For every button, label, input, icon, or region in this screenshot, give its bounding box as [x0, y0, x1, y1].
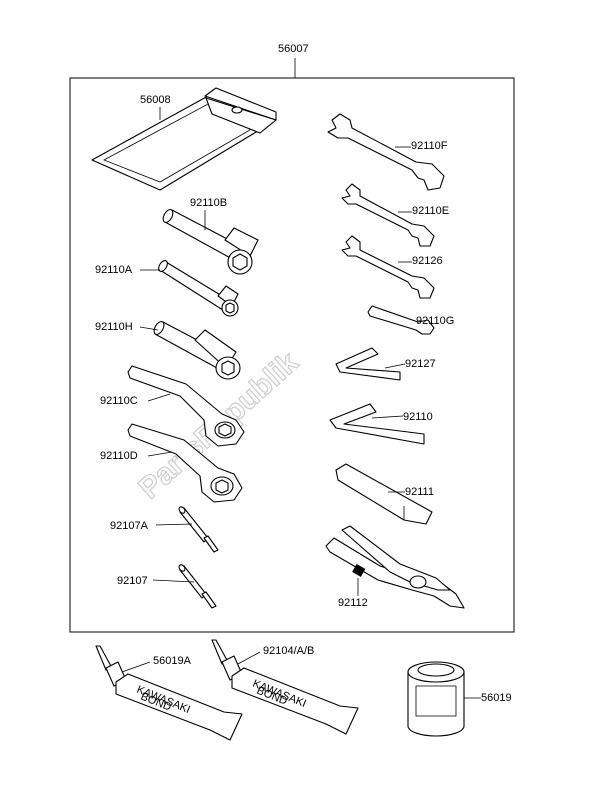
label-92110E: 92110E	[412, 205, 449, 217]
label-56019A: 56019A	[153, 655, 192, 667]
small-spanner-92110G	[367, 305, 435, 335]
label-92110G: 92110G	[416, 315, 454, 327]
leader-92107	[152, 579, 195, 583]
tool-kit-frame	[69, 77, 515, 633]
label-92110C: 92110C	[100, 395, 138, 407]
ring-spanner-92110D	[127, 423, 243, 503]
label-92112: 92112	[338, 597, 368, 609]
label-92110H: 92110H	[95, 321, 133, 333]
ring-spanner-92110C	[127, 365, 245, 447]
label-56008: 56008	[140, 94, 171, 106]
label-92110D: 92110D	[100, 450, 138, 462]
label-92127: 92127	[405, 358, 436, 370]
label-56019: 56019	[481, 692, 512, 704]
box-spanner-92110A	[158, 260, 239, 317]
can-56019	[407, 661, 465, 737]
box-spanner-92110H	[153, 321, 241, 380]
tool-pouch-56008	[91, 87, 277, 191]
pliers-92112	[325, 525, 465, 609]
leader-92104AB	[237, 651, 261, 665]
leader-92110H	[139, 326, 159, 331]
open-end-spanner-92126	[341, 235, 435, 299]
box-spanner-92110B	[162, 208, 259, 275]
label-92110A: 92110A	[95, 264, 133, 276]
label-92110B: 92110B	[190, 197, 227, 209]
label-92110F: 92110F	[411, 140, 448, 152]
hex-key-92127	[335, 347, 401, 381]
leader-56019A	[121, 661, 151, 673]
label-92126: 92126	[412, 255, 443, 267]
label-92111: 92111	[405, 486, 434, 498]
leader-92127	[384, 363, 406, 369]
extension-bar-92111	[335, 463, 433, 525]
screwdriver-92107A	[178, 506, 219, 553]
label-92107A: 92107A	[110, 520, 149, 532]
hex-key-92110	[329, 403, 425, 445]
leader-92110C	[147, 393, 171, 402]
assembly-label: 56007	[278, 43, 309, 55]
open-end-spanner-92110F	[327, 113, 445, 191]
open-end-spanner-92110E	[341, 183, 435, 247]
label-92110: 92110	[403, 411, 433, 423]
screwdriver-92107	[178, 564, 217, 609]
leader-92110D	[147, 451, 173, 457]
label-92104AB: 92104/A/B	[263, 645, 314, 657]
leader-92110	[371, 415, 404, 419]
label-92107: 92107	[117, 575, 148, 587]
leader-92107A	[155, 523, 193, 526]
